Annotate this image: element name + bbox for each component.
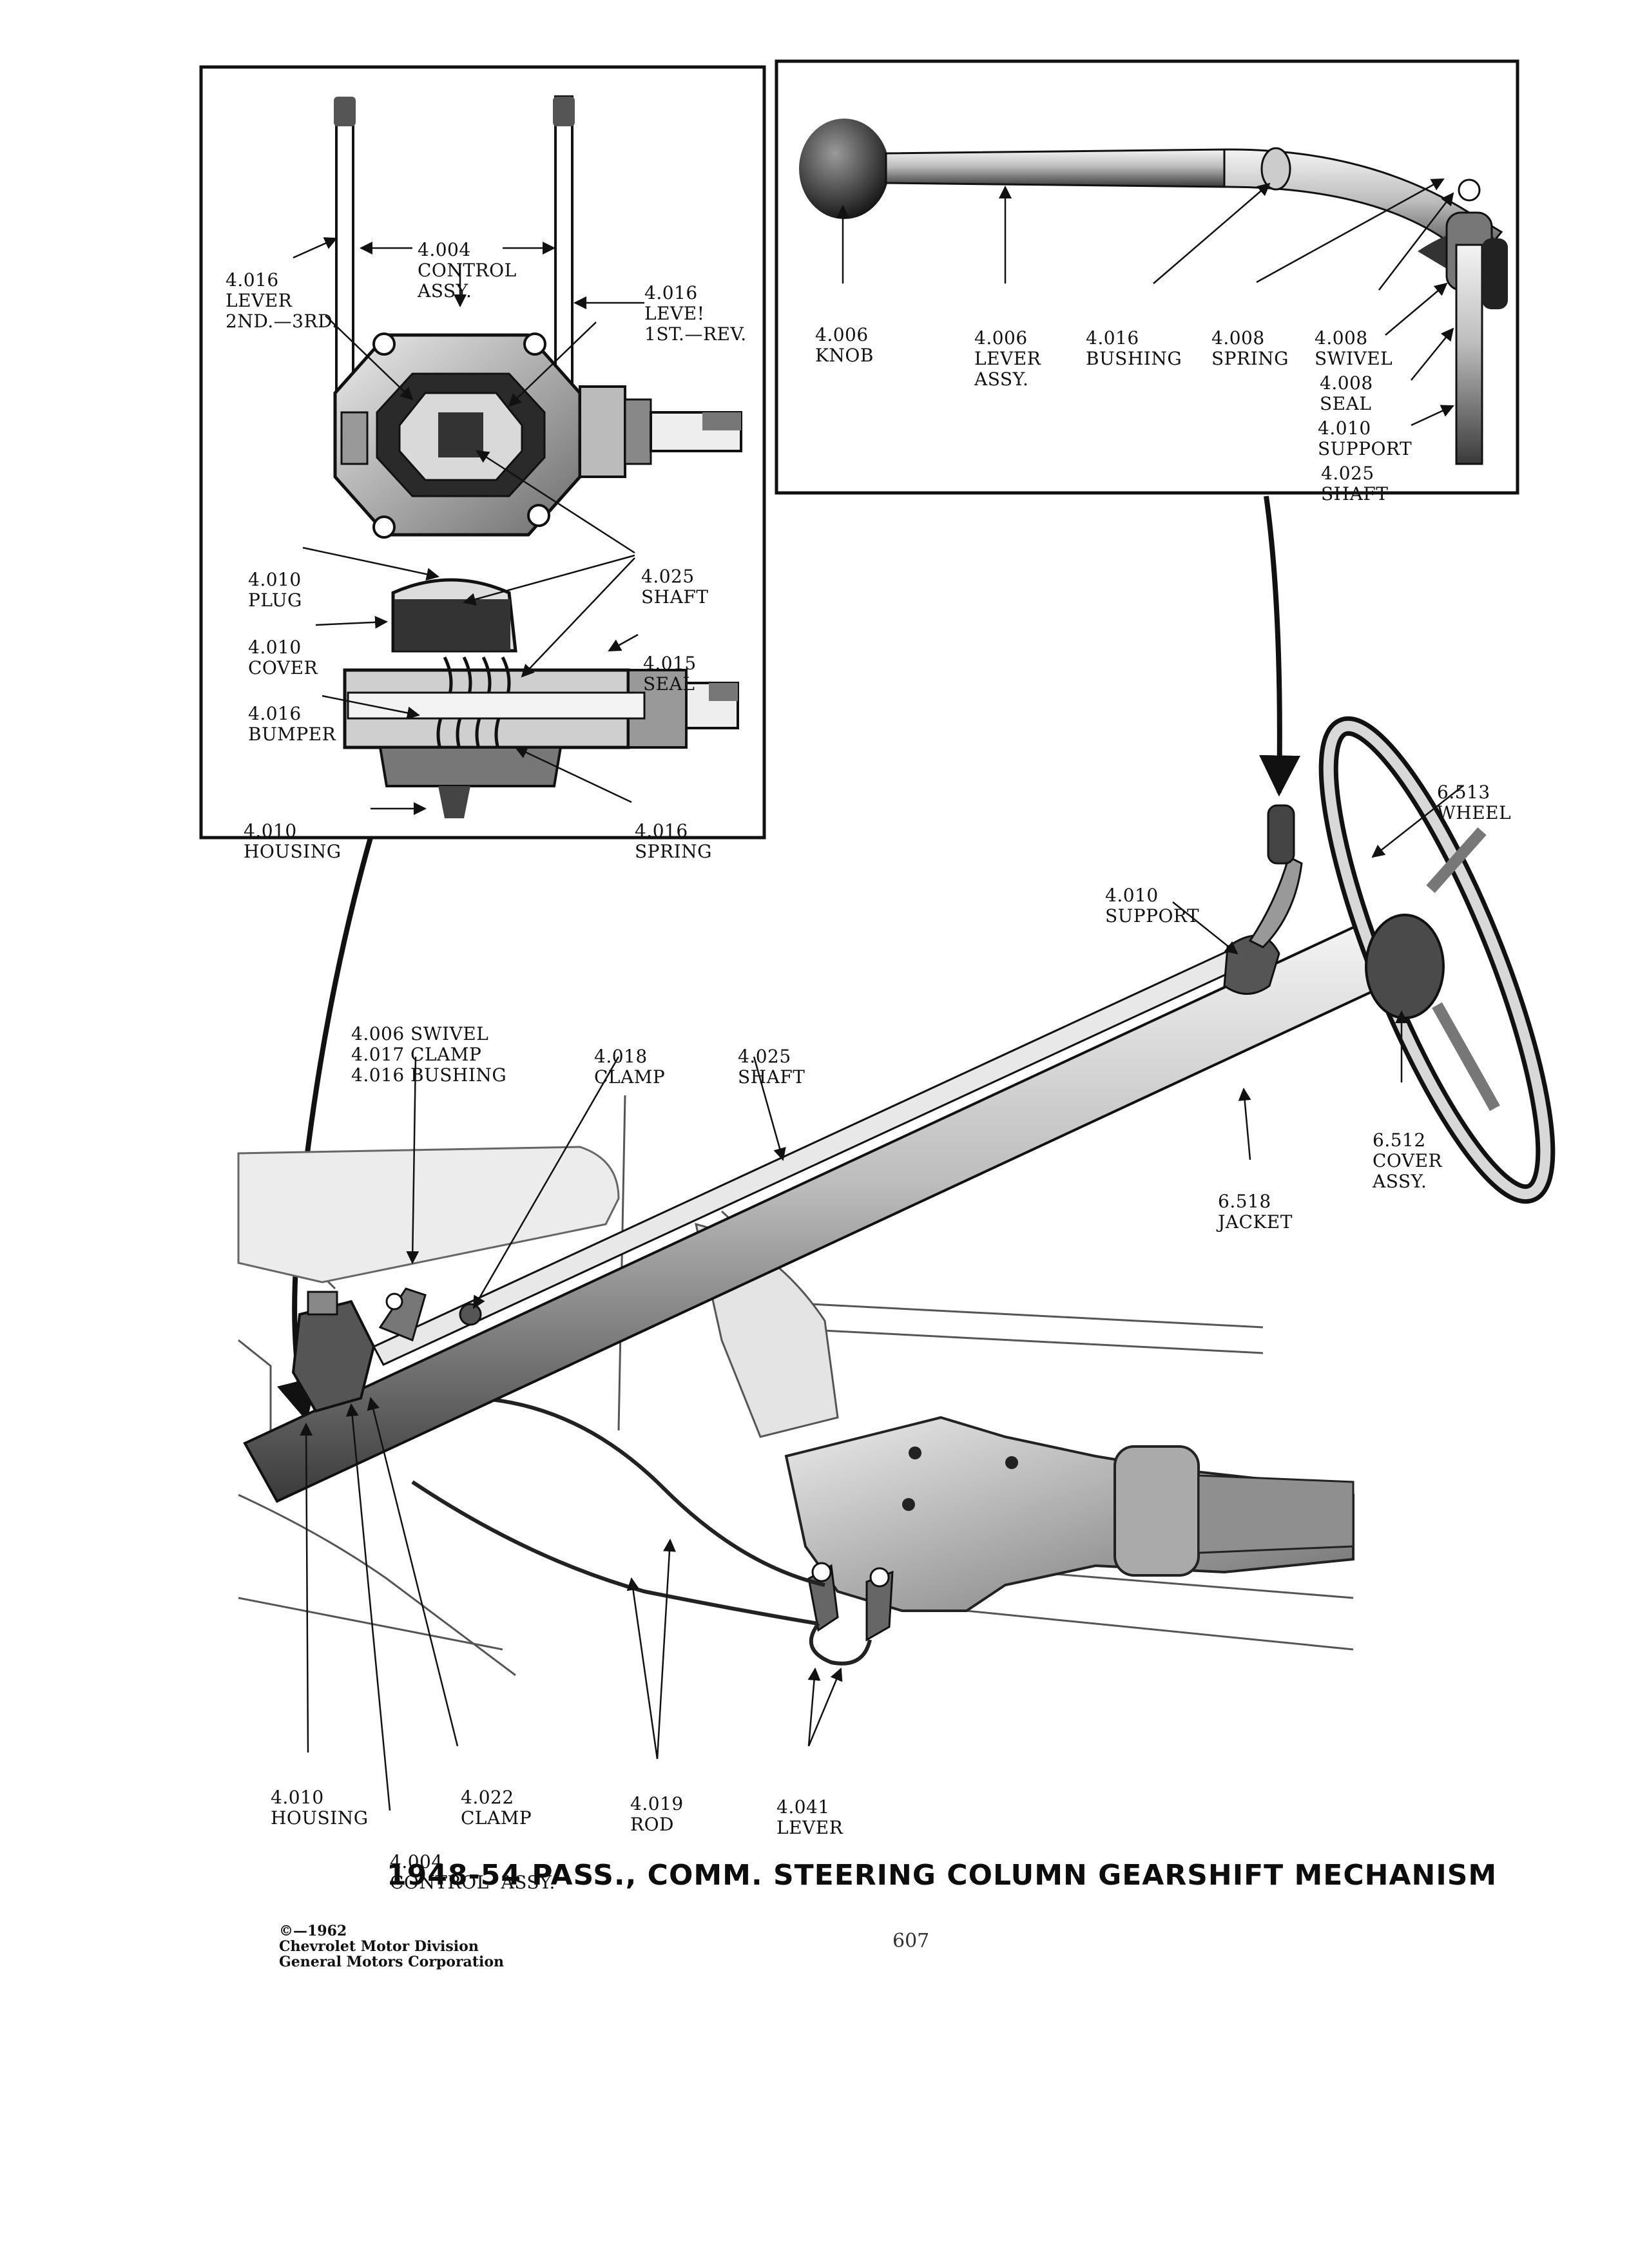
figure-title: 1948-54 PASS., COMM. STEERING COLUMN GEA… [387,1859,1498,1892]
page-number: 607 [892,1930,930,1952]
inset-connector-right [1259,495,1301,797]
main-illustration [237,716,1556,1811]
control-assembly-inset [199,65,766,840]
lever-assembly-inset [775,59,1519,495]
